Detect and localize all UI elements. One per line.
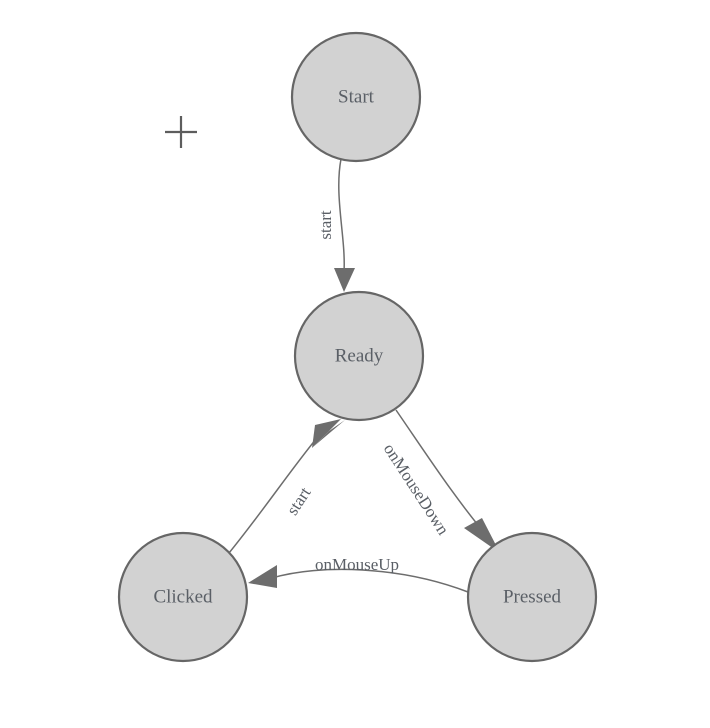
edge-path-clicked-to-ready [228, 432, 322, 554]
node-circle-clicked [117, 531, 249, 663]
arrow-head-ready-top [334, 268, 355, 292]
crosshair-icon [165, 116, 197, 148]
node-circle-pressed [466, 531, 598, 663]
node-pressed[interactable]: Pressed [466, 531, 598, 663]
edge-label-start-to-ready: start [316, 210, 335, 240]
arrow-head-ready-bottomleft [313, 420, 345, 447]
edge-path-pressed-to-clicked [271, 568, 469, 593]
edge-label-ready-to-pressed: onMouseDown [380, 440, 453, 539]
edge-path-start-to-ready [338, 158, 345, 273]
node-circle-start [290, 31, 422, 163]
node-clicked[interactable]: Clicked [117, 531, 249, 663]
node-ready[interactable]: Ready [293, 290, 425, 422]
edge-label-pressed-to-clicked: onMouseUp [315, 555, 399, 574]
edge-label-clicked-to-ready: start [283, 483, 315, 518]
arrow-head-ready-bottomleft-fill [312, 419, 341, 448]
edge-ready-to-pressed[interactable]: onMouseDown [380, 409, 500, 553]
edge-start-to-ready[interactable]: start [316, 158, 355, 292]
arrow-head-clicked-right [248, 565, 277, 588]
arrow-head-pressed-topleft [464, 518, 500, 553]
edge-pressed-to-clicked[interactable]: onMouseUp [248, 555, 469, 593]
node-start[interactable]: Start [290, 31, 422, 163]
node-circle-ready [293, 290, 425, 422]
edge-clicked-to-ready[interactable]: start [228, 419, 345, 554]
